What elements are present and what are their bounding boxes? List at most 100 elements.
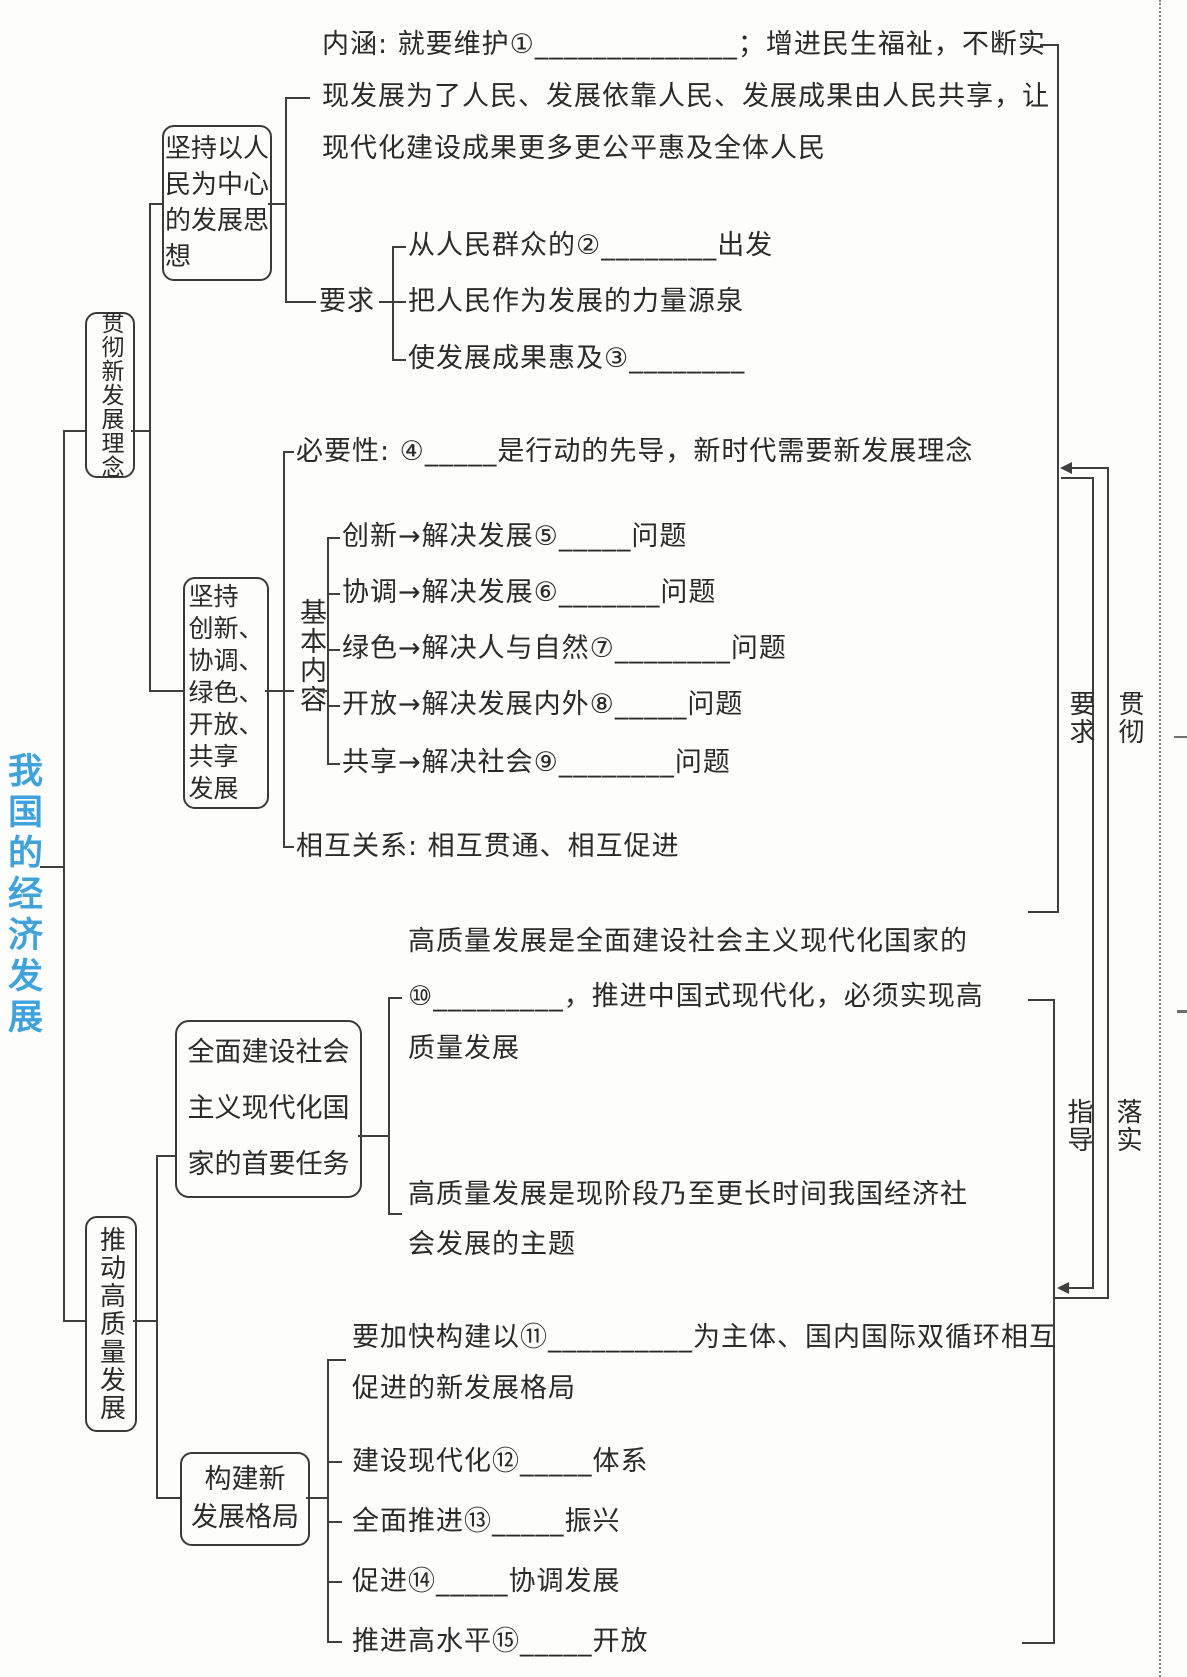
primary-task-spine: [388, 997, 390, 1215]
guide-arrow-icon: [1057, 1282, 1069, 1294]
page-edge-mark: [1177, 1010, 1187, 1013]
primary-task-line: 全面建设社会: [187, 1037, 350, 1068]
np-point1-tick: [327, 1359, 346, 1361]
implement-arrow-icon: [1060, 462, 1072, 474]
pt-point1-line3: 质量发展: [408, 1033, 520, 1064]
inner-loop-top: [1061, 477, 1094, 479]
np-point1-line1: 要加快构建以⑪__________为主体、国内国际双循环相互: [352, 1322, 1057, 1353]
box4-right-connector: [358, 1135, 388, 1137]
main-trunk-line: [63, 430, 65, 1322]
branch2-left-connector: [63, 1320, 85, 1322]
pt-point2-line1: 高质量发展是现阶段乃至更长时间我国经济社: [408, 1179, 968, 1210]
new-concepts-box: 坚持 创新、 协调、 绿色、 开放、 共享 发展: [183, 577, 269, 809]
necessity-tick: [283, 451, 294, 453]
page-fold-dotted-line: [1159, 0, 1161, 1677]
np-item3-tick: [327, 1581, 342, 1583]
basic-content-right-connector: [318, 690, 327, 692]
bc-item3: 绿色→解决人与自然⑦________问题: [342, 633, 787, 664]
implement-label: 贯彻: [1114, 690, 1144, 746]
root-title: 我国的经济发展: [2, 752, 42, 1039]
box3-connector: [149, 690, 183, 692]
box4-connector: [156, 1155, 175, 1157]
primary-task-line: 家的首要任务: [187, 1149, 350, 1180]
connotation-tick: [285, 97, 310, 99]
connotation-spine: [285, 97, 287, 303]
people-centered-line: 想: [164, 242, 191, 272]
bracket1-bottom-tick: [1028, 911, 1059, 913]
bc-item4-tick: [327, 705, 340, 707]
outer-loop-bottom: [1055, 1297, 1109, 1299]
basic-content-spine: [327, 537, 329, 765]
np-item2: 全面推进⑬_____振兴: [352, 1506, 621, 1537]
people-centered-line: 坚持以人: [164, 134, 269, 164]
bc-item5-tick: [327, 763, 340, 765]
branch2-right-connector: [133, 1320, 156, 1322]
concepts-spine: [283, 451, 285, 847]
fulfill-label: 落实: [1112, 1098, 1142, 1154]
bc-item5: 共享→解决社会⑨________问题: [342, 747, 731, 778]
req-item1-tick: [392, 246, 406, 248]
people-centered-line: 民为中心: [164, 170, 269, 200]
bc-item1-tick: [327, 537, 340, 539]
pt-point1-line1: 高质量发展是全面建设社会主义现代化国家的: [408, 926, 968, 957]
np-item2-tick: [327, 1521, 342, 1523]
box6-right-connector: [306, 1497, 327, 1499]
box2-connector: [149, 203, 162, 205]
req-item3-tick: [392, 359, 406, 361]
new-pattern-line: 构建新: [204, 1464, 286, 1495]
req-item2: 把人民作为发展的力量源泉: [408, 286, 744, 317]
bc-item1: 创新→解决发展⑤_____问题: [342, 521, 688, 552]
guide-label: 指导: [1063, 1098, 1093, 1154]
np-item4-tick: [327, 1641, 342, 1643]
np-item1: 建设现代化⑫_____体系: [352, 1446, 649, 1477]
necessity-row: 必要性: ④_____是行动的先导，新时代需要新发展理念: [296, 436, 974, 467]
bracket2-top-tick: [1028, 999, 1055, 1001]
basic-content-label: 基本内容: [295, 598, 326, 714]
branch1-spine: [149, 203, 151, 692]
bc-item2-tick: [327, 593, 340, 595]
primary-task-line: 主义现代化国: [187, 1093, 350, 1124]
branch1-right-connector: [131, 430, 151, 432]
req-item3: 使发展成果惠及③________: [408, 343, 746, 374]
outer-loop-line: [1107, 467, 1109, 1299]
relationship-row: 相互关系: 相互贯通、相互促进: [296, 831, 680, 862]
np-item1-tick: [327, 1461, 342, 1463]
bracket2-line: [1053, 999, 1055, 1644]
new-concepts-line: 坚持: [188, 582, 239, 611]
people-centered-box: 坚持以人 民为中心 的发展思 想: [162, 125, 272, 281]
relationship-tick: [283, 846, 294, 848]
bc-item4: 开放→解决发展内外⑧_____问题: [342, 689, 744, 720]
branch1-label: 贯彻新发展理念: [97, 311, 123, 479]
new-concepts-line: 发展: [188, 774, 239, 803]
new-concepts-line: 共享: [188, 742, 239, 771]
new-pattern-spine: [327, 1359, 329, 1641]
branch2-label: 推动高质量发展: [95, 1226, 126, 1422]
requirements-connector: [285, 301, 316, 303]
req-item1: 从人民群众的②________出发: [408, 230, 774, 261]
new-concepts-line: 开放、: [188, 710, 264, 739]
box2-right-connector: [268, 203, 285, 205]
requirements-right-connector: [379, 301, 392, 303]
page-edge-mark: [1174, 736, 1187, 738]
bc-item3-tick: [327, 649, 340, 651]
pt-point1-line2: ⑩_________，推进中国式现代化，必须实现高: [408, 981, 984, 1012]
box3-right-connector: [265, 690, 283, 692]
primary-task-box: 全面建设社会 主义现代化国 家的首要任务: [175, 1020, 362, 1198]
connotation-line2: 现发展为了人民、发展依靠人民、发展成果由人民共享，让: [322, 81, 1050, 112]
people-centered-line: 的发展思: [164, 206, 269, 236]
new-concepts-line: 协调、: [188, 646, 264, 675]
requirements-label: 要求: [319, 286, 375, 317]
branch2-box: 推动高质量发展: [85, 1216, 137, 1432]
pt-point1-tick: [388, 997, 402, 999]
np-item3: 促进⑭_____协调发展: [352, 1566, 621, 1597]
new-pattern-box: 构建新 发展格局: [180, 1452, 310, 1546]
np-item4: 推进高水平⑮_____开放: [352, 1626, 649, 1657]
bc-item2: 协调→解决发展⑥_______问题: [342, 577, 717, 608]
connotation-line3: 现代化建设成果更多更公平惠及全体人民: [322, 133, 826, 164]
pt-point2-line2: 会发展的主题: [408, 1229, 576, 1260]
new-concepts-line: 创新、: [188, 614, 264, 643]
box6-connector: [156, 1497, 180, 1499]
require-label: 要求: [1065, 690, 1095, 746]
bracket2-bottom-tick: [1022, 1642, 1055, 1644]
